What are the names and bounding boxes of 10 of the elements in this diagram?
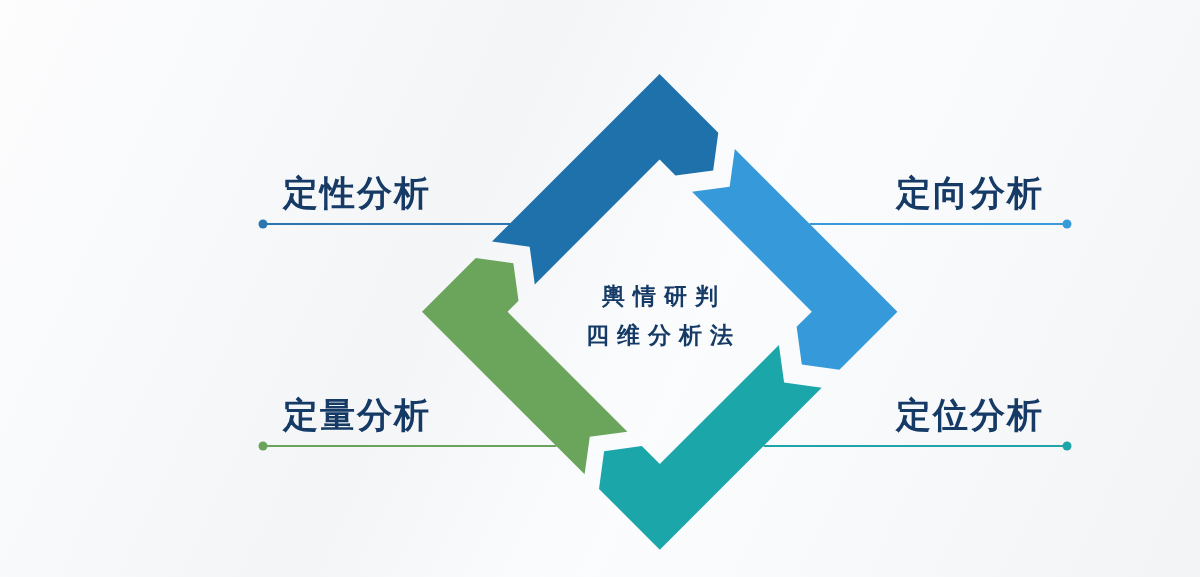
center-title: 輿情研判四维分析法 — [585, 282, 741, 350]
ring-segment — [492, 74, 719, 285]
section-label: 定向分析 — [896, 174, 1044, 212]
section-label: 定位分析 — [896, 396, 1044, 434]
section-label: 定量分析 — [283, 396, 431, 434]
leader-line — [762, 441, 1072, 451]
leader-line — [258, 219, 512, 229]
leader-line — [258, 441, 558, 451]
section-label: 定性分析 — [283, 174, 431, 212]
leader-line — [808, 219, 1072, 229]
